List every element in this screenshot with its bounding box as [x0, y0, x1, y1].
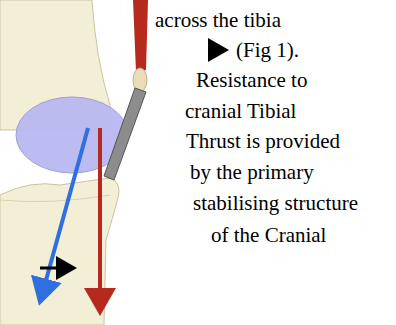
force-arrow	[98, 128, 102, 312]
body-text: (Fig 1).	[236, 40, 299, 61]
body-text: cranial Tibial	[185, 101, 296, 122]
body-text: Resistance to	[196, 70, 307, 91]
force-arrow	[40, 128, 88, 302]
body-text: across the tibia	[155, 10, 281, 31]
body-text: Thrust is provided	[186, 131, 340, 152]
patellar-ligament	[104, 88, 146, 180]
quadriceps-tendon	[133, 0, 148, 72]
body-text: stabilising structure	[193, 193, 358, 214]
reference-arrow	[209, 49, 226, 52]
thrust-arrow	[40, 267, 74, 270]
body-text: of the Cranial	[211, 225, 326, 246]
body-text: by the primary	[190, 162, 314, 183]
